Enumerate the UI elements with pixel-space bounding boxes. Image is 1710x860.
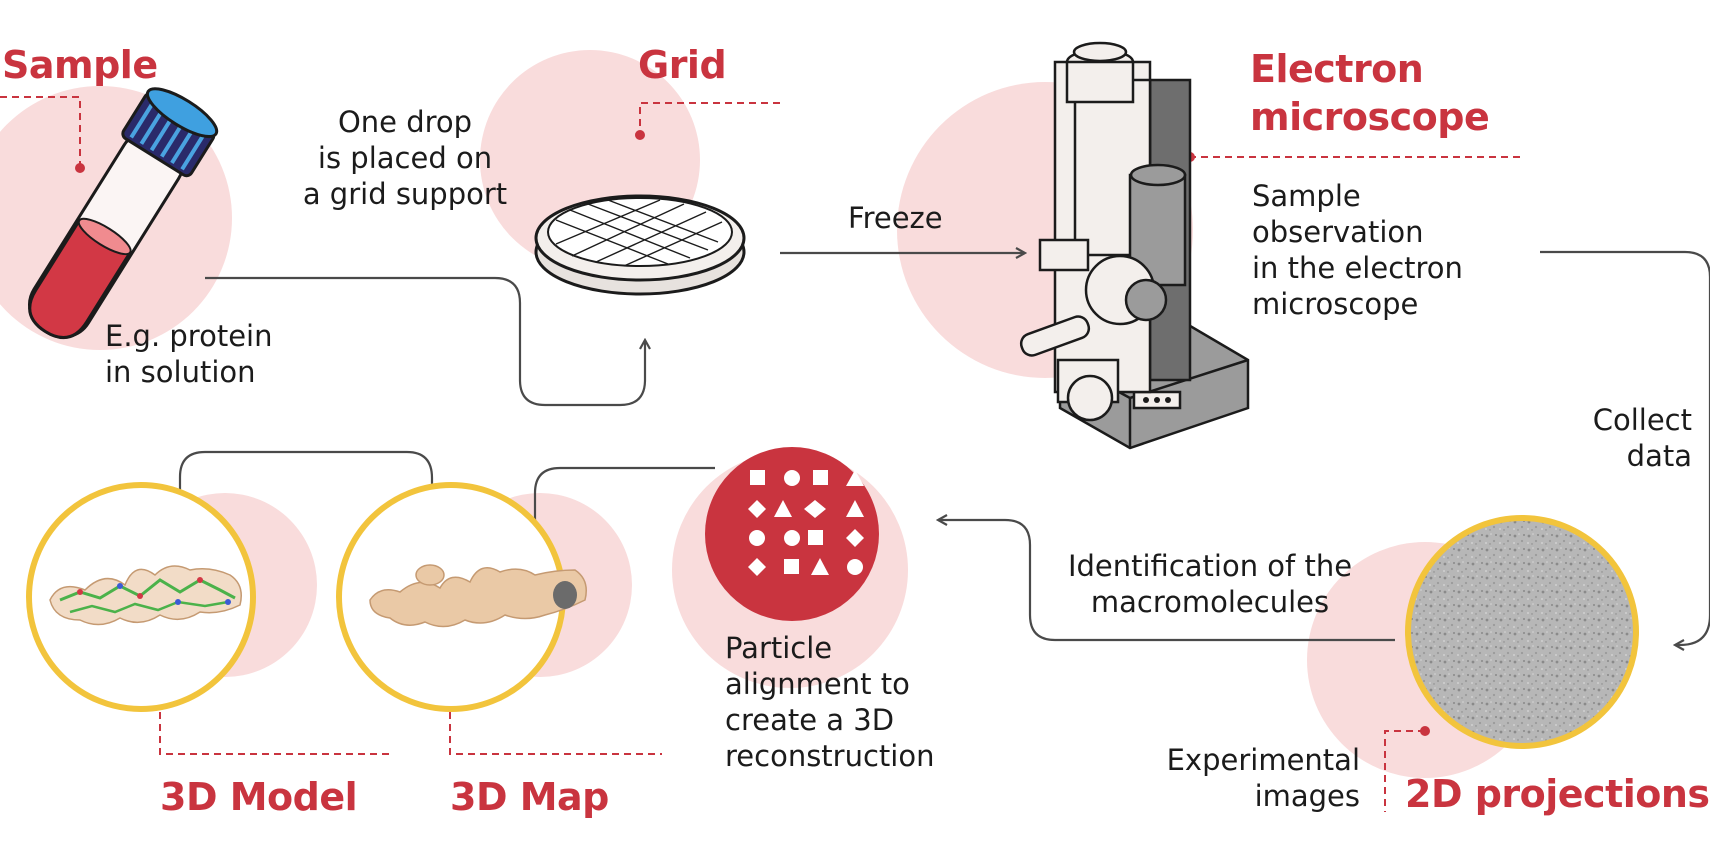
model-title: 3D Model	[160, 775, 358, 819]
grid-dish-illustration	[534, 194, 746, 296]
identification-step-label: Identification of the macromolecules	[1067, 549, 1353, 619]
microscope-title: Electron microscope	[1250, 47, 1490, 139]
density-map-illustration	[336, 482, 587, 712]
arrow-sample-to-grid	[205, 276, 645, 407]
projections-title: 2D projections	[1405, 772, 1710, 816]
map-title: 3D Map	[450, 775, 609, 819]
model-callout	[159, 700, 392, 755]
projections-description: Experimental images	[1166, 743, 1360, 813]
map-callout	[449, 700, 662, 755]
arrow-projections-to-alignment	[938, 520, 1395, 642]
arrow-alignment-to-map	[535, 466, 715, 535]
projections-callout	[1384, 730, 1425, 812]
micrograph-illustration	[1405, 515, 1639, 749]
grid-callout	[639, 102, 780, 135]
alignment-description: Particle alignment to create a 3D recons…	[725, 631, 935, 773]
callout-lines	[0, 96, 1520, 812]
drop-step-label: One drop is placed on a grid support	[302, 105, 508, 211]
grid-title: Grid	[638, 43, 727, 87]
test-tube-illustration	[28, 87, 219, 340]
microscope-description: Sample observation in the electron micro…	[1252, 179, 1463, 321]
arrow-map-to-model	[180, 450, 434, 548]
collect-step-label: Collect data	[1592, 403, 1692, 473]
electron-microscope-illustration	[1019, 41, 1250, 450]
freeze-step-label: Freeze	[848, 201, 943, 235]
sample-title: Sample	[2, 43, 158, 87]
flow-arrows	[180, 252, 1710, 645]
arrow-microscope-to-projections	[1540, 250, 1710, 645]
sample-callout	[0, 96, 81, 168]
sample-description: E.g. protein in solution	[105, 319, 273, 389]
atomic-model-illustration	[26, 482, 256, 712]
particle-alignment-disc	[705, 447, 879, 621]
